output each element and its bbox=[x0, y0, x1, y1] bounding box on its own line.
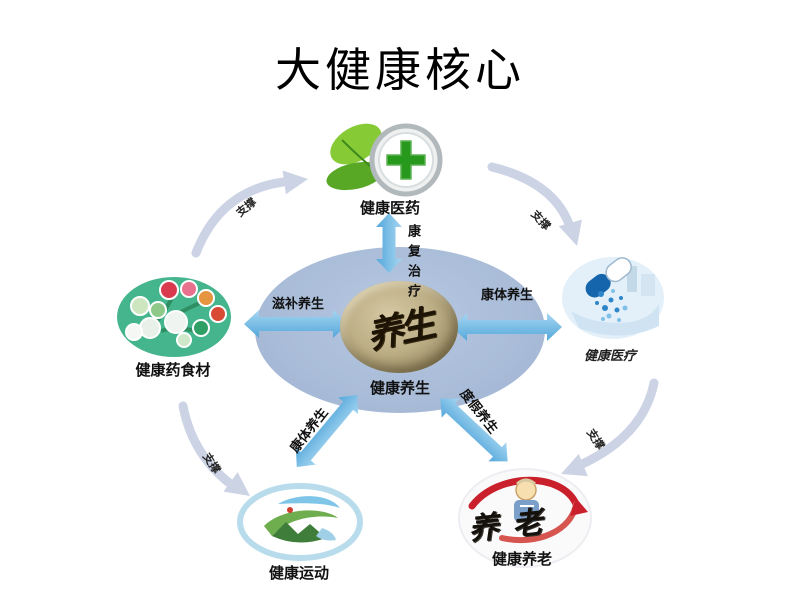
spoke-label-rehab: 康复治疗 bbox=[406, 224, 421, 304]
elderly-ribbon-icon bbox=[458, 468, 592, 568]
node-label-medicine: 健康医药 bbox=[359, 200, 420, 217]
center-stone: 养生 bbox=[340, 281, 458, 373]
page-title: 大健康核心 bbox=[275, 45, 525, 96]
sports-landscape-icon bbox=[237, 483, 363, 561]
spoke-label-fitness-right: 康体养生 bbox=[480, 287, 533, 302]
capsule-medicine-icon bbox=[562, 257, 664, 339]
spoke-arrow-left bbox=[244, 310, 348, 338]
elderly-calligraphy-text: 养老 bbox=[466, 504, 558, 547]
node-label-sports: 健康运动 bbox=[268, 565, 329, 582]
support-arrow-top-to-right bbox=[487, 162, 582, 246]
spoke-arrow-right bbox=[452, 313, 562, 341]
support-arrow-left-to-top bbox=[191, 170, 308, 258]
center-label: 健康养生 bbox=[369, 380, 430, 397]
support-arrow-right-to-bottomright bbox=[561, 378, 659, 477]
spoke-label-nourish: 滋补养生 bbox=[271, 296, 324, 311]
spoke-arrow-bottom-left bbox=[295, 394, 359, 468]
node-label-elderly: 健康养老 bbox=[491, 551, 552, 568]
node-label-medical-care: 健康医疗 bbox=[583, 348, 636, 363]
node-label-herbal-food: 健康药食材 bbox=[135, 362, 211, 379]
spoke-arrow-bottom-right bbox=[440, 398, 508, 462]
support-arrow-left-to-bottom bbox=[178, 401, 250, 496]
spoke-arrow-top bbox=[376, 213, 402, 273]
green-cross-leaf-icon bbox=[326, 123, 443, 197]
stone-calligraphy-text: 养生 bbox=[363, 303, 437, 357]
herbal-food-plates-icon bbox=[117, 277, 231, 357]
